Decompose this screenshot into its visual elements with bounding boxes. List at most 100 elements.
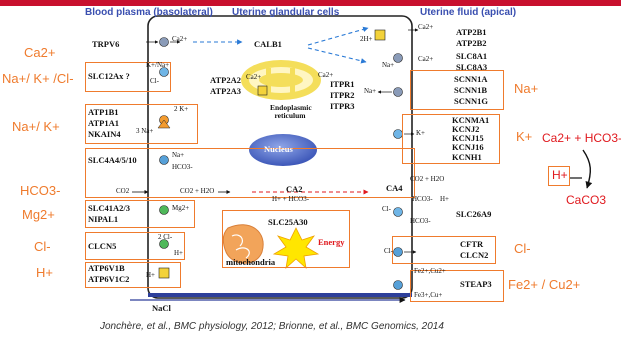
ion-cl-cftr: Cl- [384, 247, 393, 255]
ion-2cl: 2 Cl- [158, 233, 173, 241]
side-ion-ca: Ca2+ [24, 45, 56, 60]
protein-scnn1b: SCNN1B [454, 85, 488, 95]
side-ion-hco3: HCO3- [20, 183, 61, 198]
protein-atp2b2: ATP2B2 [456, 38, 487, 48]
ion-hco3-slc26: HCO3- [410, 217, 431, 225]
scnn1-group-box [410, 70, 504, 110]
protein-atp1b1: ATP1B1 [88, 107, 119, 117]
top-accent-bar [0, 0, 621, 6]
ion-co2-left: CO2 [116, 187, 130, 195]
kcn-group-box [402, 114, 500, 164]
scnn1-channel-icon [393, 87, 403, 97]
ion-h-apical: H+ [440, 195, 450, 203]
ion-ca-atp2b: Ca2+ [418, 23, 434, 31]
label-nacl: NaCl [152, 303, 171, 313]
protein-atp2a3: ATP2A3 [210, 86, 242, 96]
side-ion-na-right: Na+ [514, 81, 539, 96]
ion-h-hco3: H+ + HCO3- [272, 195, 310, 203]
header-apical: Uterine fluid (apical) [420, 7, 517, 18]
label-nucleus: Nucleus [264, 144, 293, 154]
side-ion-k-right: K+ [516, 129, 533, 144]
protein-slc26a9: SLC26A9 [456, 209, 492, 219]
protein-atp6v1b: ATP6V1B [88, 263, 125, 273]
protein-kcnma1: KCNMA1 [452, 115, 490, 125]
ion-na-scnn1: Na+ [364, 87, 377, 95]
protein-slc25a30: SLC25A30 [268, 217, 308, 227]
clcn5-channel-icon [159, 239, 169, 249]
ion-co2-h2o-apical: CO2 + H2O [410, 175, 445, 183]
protein-slc8a3: SLC8A3 [456, 62, 488, 72]
protein-calb1: CALB1 [254, 39, 282, 49]
side-ion-na-k: Na+/ K+ [12, 119, 60, 134]
protein-itpr1: ITPR1 [330, 79, 355, 89]
ion-hco3-slc4: HCO3- [172, 163, 193, 171]
slc4a-transporter-icon [159, 155, 169, 165]
ion-ca-slc8: Ca2+ [418, 55, 434, 63]
ion-2h: 2H+ [360, 35, 373, 43]
ion-ca-itpr: Ca2+ [318, 71, 334, 79]
steap3-group-box [410, 270, 504, 302]
side-ion-mg: Mg2+ [22, 207, 55, 222]
label-mitochondria: mitochondria [226, 257, 276, 267]
protein-nipal1: NIPAL1 [88, 214, 119, 224]
ion-na-slc4: Na+ [172, 151, 185, 159]
energy-star [272, 227, 320, 270]
ion-k-kcn: K+ [416, 129, 426, 137]
cftr-channel-icon [393, 247, 403, 257]
protein-atp2b1: ATP2B1 [456, 27, 487, 37]
protein-atp1a1: ATP1A1 [88, 118, 120, 128]
protein-slc12ax: SLC12Ax ? [88, 71, 130, 81]
slc26a9-transporter-icon [393, 207, 403, 217]
protein-itpr2: ITPR2 [330, 90, 355, 100]
trpv6-channel-icon [159, 37, 169, 47]
protein-kcnh1: KCNH1 [452, 152, 482, 162]
protein-slc4a: SLC4A4/5/10 [88, 155, 137, 165]
ion-ca-atp2a: Ca2+ [246, 73, 262, 81]
ion-hco3-apical: HCO3- [412, 195, 433, 203]
ion-k-na: K+/Na+ [146, 61, 170, 69]
protein-kcnj15: KCNJ15 [452, 133, 484, 143]
ion-h-clcn5: H+ [174, 249, 184, 257]
protein-atp6v1c2: ATP6V1C2 [88, 274, 130, 284]
ion-cl-slc26: Cl- [382, 205, 391, 213]
mito-group-box [222, 210, 350, 268]
protein-atp2a2: ATP2A2 [210, 75, 242, 85]
slc4a-group-box [85, 148, 415, 198]
ion-2k: 2 K+ [174, 105, 189, 113]
atp2b-pump-icon [374, 29, 386, 41]
protein-slc8a1: SLC8A1 [456, 51, 488, 61]
ion-h-atp6: H+ [146, 271, 156, 279]
cell-membrane [147, 15, 413, 299]
cftr-group-box [392, 236, 496, 264]
slc41a-transporter-icon [159, 205, 169, 215]
slc12ax-group-box [85, 62, 171, 92]
atp1-group-box [85, 104, 198, 144]
side-ion-na-k-cl: Na+/ K+ /Cl- [2, 71, 74, 86]
side-ion-cl-right: Cl- [514, 241, 531, 256]
protein-kcnj2: KCNJ2 [452, 124, 480, 134]
h-reaction-box [548, 166, 570, 186]
protein-slc41a: SLC41A2/3 [88, 203, 131, 213]
protein-scnn1g: SCNN1G [454, 96, 489, 106]
protein-cftr: CFTR [460, 239, 484, 249]
ion-ca-trpv6: Ca2+ [172, 35, 188, 43]
ion-fecu-out: Fe3+,Cu+ [414, 291, 443, 299]
protein-nkain4: NKAIN4 [88, 129, 121, 139]
atp2a-pump-icon [257, 85, 268, 96]
protein-clcn5: CLCN5 [88, 241, 117, 251]
protein-scnn1a: SCNN1A [454, 74, 488, 84]
slc8a-exchanger-icon [393, 53, 403, 63]
protein-itpr3: ITPR3 [330, 101, 355, 111]
citation-text: Jonchère, et al., BMC physiology, 2012; … [100, 321, 444, 332]
protein-steap3: STEAP3 [460, 279, 492, 289]
label-energy: Energy [318, 237, 345, 247]
reaction-proton: H+ [552, 168, 568, 182]
protein-ca2: CA2 [286, 184, 303, 194]
atp6v1-group-box [85, 262, 181, 288]
header-basolateral: Blood plasma (basolateral) [85, 7, 213, 18]
slc41a-group-box [85, 200, 195, 228]
reaction-ca-hco3: Ca2+ + HCO3- [542, 131, 621, 145]
mitochondria-shape [222, 224, 264, 264]
side-ion-fe-cu: Fe2+ / Cu2+ [508, 277, 581, 292]
